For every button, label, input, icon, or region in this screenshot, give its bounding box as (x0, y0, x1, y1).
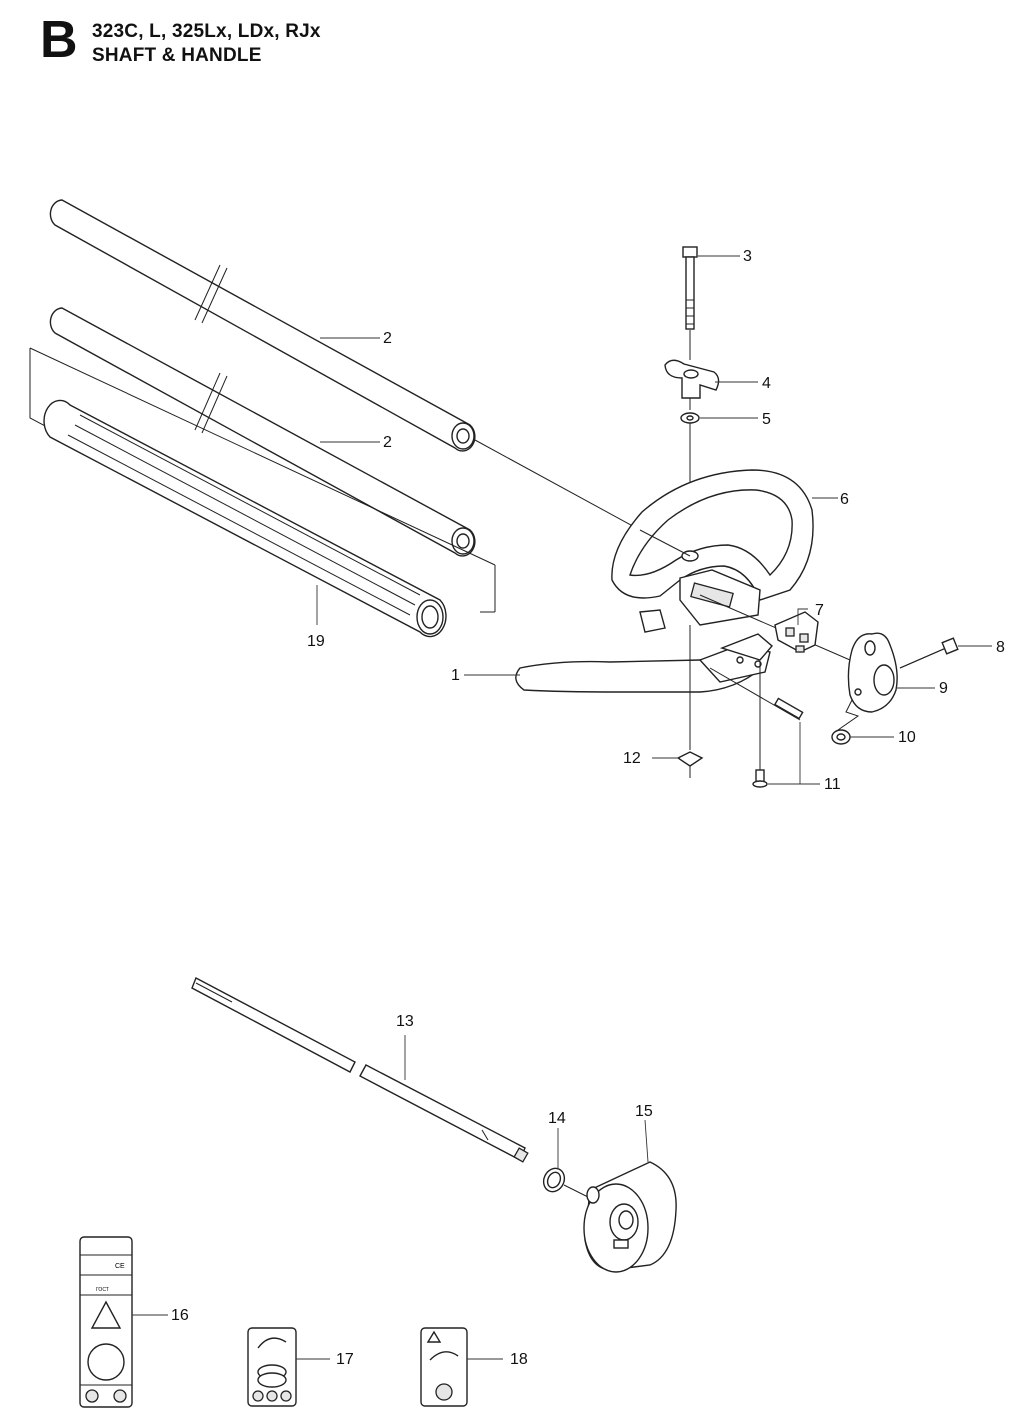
callout-6: 6 (840, 491, 849, 508)
callout-3: 3 (743, 248, 752, 265)
handle-bracket (774, 611, 819, 653)
callout-labels: 3 2 2 4 5 6 7 8 9 10 11 12 1 19 13 14 15… (171, 248, 1005, 1368)
decal-ce-mark: CE (115, 1263, 125, 1270)
loop-handle (611, 469, 814, 633)
callout-15: 15 (635, 1103, 653, 1120)
grip-sleeve (29, 347, 496, 638)
title-block: 323C, L, 325Lx, LDx, RJx SHAFT & HANDLE (92, 20, 321, 68)
clamp-screw (899, 637, 959, 669)
callout-2-lower: 2 (383, 434, 392, 451)
callout-19: 19 (307, 633, 325, 650)
callout-7: 7 (815, 602, 824, 619)
bolt (682, 246, 698, 360)
callout-16: 16 (171, 1307, 189, 1324)
callout-17: 17 (336, 1351, 354, 1368)
clutch-drum (583, 1161, 677, 1273)
callout-18: 18 (510, 1351, 528, 1368)
callout-10: 10 (898, 729, 916, 746)
callout-13: 13 (396, 1013, 414, 1030)
clamp-nut (831, 729, 851, 745)
shaft-tube-upper (49, 199, 641, 531)
callout-2-upper: 2 (383, 330, 392, 347)
section-letter: B (40, 11, 78, 69)
callout-5: 5 (762, 411, 771, 428)
decal-18 (420, 1327, 468, 1407)
callout-11: 11 (824, 776, 841, 793)
callout-8: 8 (996, 639, 1005, 656)
handle-screws (709, 662, 804, 788)
decal-16: CE ГОСТ (79, 1236, 133, 1408)
callout-12: 12 (623, 750, 641, 767)
decal-code: ГОСТ (96, 1287, 109, 1293)
decal-17 (247, 1327, 297, 1407)
section-title: SHAFT & HANDLE (92, 45, 262, 66)
models-title: 323C, L, 325Lx, LDx, RJx (92, 21, 321, 42)
shaft-clamp (837, 632, 898, 731)
shaft-tube-lower (49, 307, 476, 557)
callout-9: 9 (939, 680, 948, 697)
wing-knob (664, 359, 720, 410)
square-nut (676, 625, 704, 778)
callout-1: 1 (451, 667, 460, 684)
callout-14: 14 (548, 1110, 566, 1127)
front-handle (515, 633, 773, 693)
callout-4: 4 (762, 375, 771, 392)
drive-shaft (191, 977, 529, 1163)
leader-lines (132, 255, 992, 1360)
o-ring (542, 1167, 591, 1199)
